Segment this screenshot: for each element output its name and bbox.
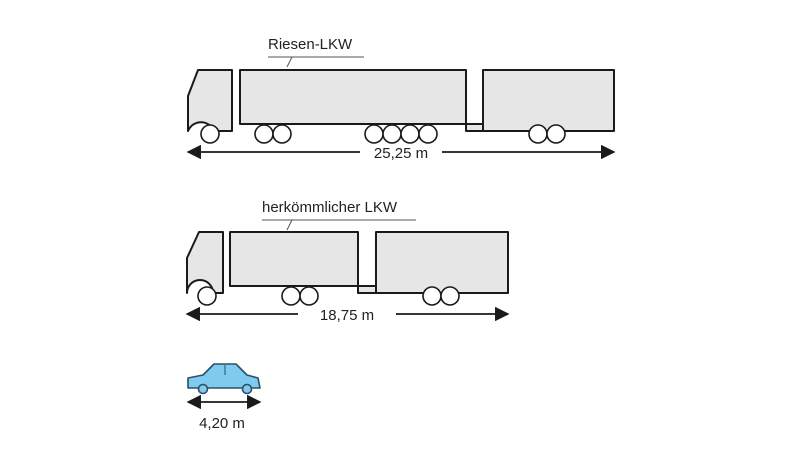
giant-truck-cab: [187, 69, 233, 132]
giant-truck: Riesen-LKW 25,25 m: [186, 36, 616, 162]
giant-truck-label-callout: [268, 56, 364, 68]
standard-truck-length: 18,75 m: [320, 307, 374, 324]
giant-truck-trailer-2: [482, 69, 615, 132]
standard-truck-coupling: [357, 285, 377, 294]
car-wheel-front: [197, 383, 209, 395]
standard-truck-label-callout: [262, 219, 416, 231]
standard-truck-label: herkömmlicher LKW: [262, 199, 398, 216]
car: 4,20 m: [186, 363, 262, 432]
standard-truck-cab: [186, 231, 224, 294]
giant-truck-trailer-1: [239, 69, 467, 125]
car-length: 4,20 m: [199, 415, 245, 432]
standard-truck-trailer-2: [375, 231, 509, 294]
standard-truck-trailer-1: [229, 231, 359, 287]
car-wheel-rear: [241, 383, 253, 395]
giant-truck-label: Riesen-LKW: [268, 36, 353, 53]
standard-truck-wheels: [197, 286, 460, 306]
car-body: [187, 363, 261, 389]
giant-truck-wheels: [200, 124, 566, 144]
giant-truck-length: 25,25 m: [374, 145, 428, 162]
giant-truck-coupling: [465, 123, 484, 132]
standard-truck: herkömmlicher LKW 18,75 m: [185, 199, 510, 324]
